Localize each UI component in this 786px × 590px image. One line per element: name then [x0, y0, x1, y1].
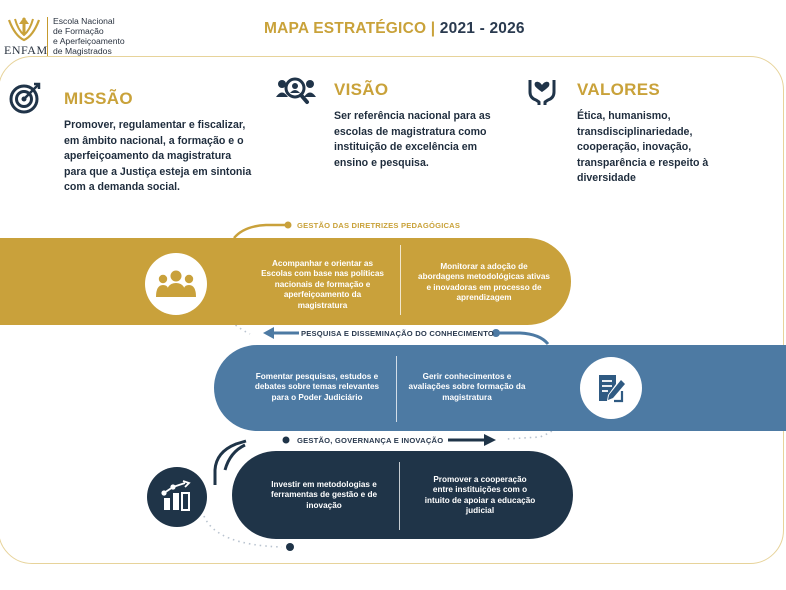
valores-line: transdisciplinariedade,	[577, 125, 693, 138]
logo-wordmark: ENFAM	[4, 43, 48, 57]
org-name: Escola Nacional de Formação e Aperfeiçoa…	[53, 16, 143, 56]
growth-icon-circle	[147, 467, 207, 527]
band-divider	[396, 356, 397, 422]
gestao-diretrizes-left-text: Acompanhar e orientar as Escolas com bas…	[250, 259, 395, 311]
valores-line: transparência e respeito à	[577, 156, 709, 169]
band-text-line: avaliações sobre formação da	[408, 382, 526, 392]
visao-text: Ser referência nacional para as escolas …	[334, 109, 514, 171]
band-text-line: inovação	[306, 500, 342, 510]
band-text-line: entre instituições com o	[432, 485, 528, 495]
band-text-line: para o Poder Judiciário	[271, 392, 363, 402]
missao-text: Promover, regulamentar e fiscalizar, em …	[64, 118, 274, 196]
org-name-line: Escola Nacional	[53, 16, 115, 26]
gestao-diretrizes-label: GESTÃO DAS DIRETRIZES PEDAGÓGICAS	[297, 221, 461, 230]
missao-line: para que a Justiça esteja em sintonia	[64, 165, 252, 178]
missao-title: MISSÃO	[64, 89, 133, 108]
band-text-line: aprendizagem	[456, 293, 512, 303]
band-text-line: Monitorar a adoção de	[440, 262, 528, 271]
band-text-line: Investir em metodologias e	[271, 480, 377, 489]
band-text-line: judicial	[465, 506, 495, 516]
band-text-line: e inovadoras em processo de	[426, 282, 542, 292]
band-divider	[399, 462, 400, 530]
band-text-line: Acompanhar e orientar as	[271, 259, 373, 268]
valores-text: Ética, humanismo, transdisciplinariedade…	[577, 109, 757, 187]
enfam-logo-mark	[5, 16, 43, 42]
valores-line: Ética, humanismo,	[577, 110, 671, 122]
band-divider	[400, 245, 401, 315]
content-card	[0, 56, 784, 564]
org-name-line: de Magistrados	[53, 46, 112, 56]
missao-line: com a demanda social.	[64, 181, 180, 193]
valores-title: VALORES	[577, 80, 661, 99]
missao-line: aperfeiçoamento da magistratura	[64, 150, 232, 162]
band-text-line: aperfeiçoamento da	[283, 290, 362, 300]
title-separator: |	[430, 20, 436, 37]
band-text-line: Promover a cooperação	[433, 475, 527, 484]
gestao-diretrizes-right-text: Monitorar a adoção de abordagens metodol…	[408, 262, 560, 304]
gestao-governanca-label: GESTÃO, GOVERNANÇA E INOVAÇÃO	[297, 436, 444, 445]
missao-line: em âmbito nacional, a formação e o	[64, 134, 244, 147]
growth-chart-icon	[161, 480, 191, 511]
visao-line: escolas de magistratura como	[334, 125, 487, 138]
hands-heart-icon	[527, 74, 561, 108]
pesquisa-band	[214, 345, 786, 431]
title-main: MAPA ESTRATÉGICO	[264, 20, 427, 37]
valores-line: diversidade	[577, 172, 636, 184]
band-text-line: Fomentar pesquisas, estudos e	[255, 372, 379, 381]
page-title: MAPA ESTRATÉGICO | 2021 - 2026	[264, 20, 525, 38]
group-icon-circle	[145, 253, 207, 315]
pesquisa-label: PESQUISA E DISSEMINAÇÃO DO CONHECIMENTO	[301, 329, 495, 338]
gestao-governanca-band	[232, 451, 573, 539]
band-text-line: ferramentas de gestão e de	[270, 490, 378, 500]
logo-divider	[47, 17, 48, 57]
band-text-line: Escolas com base nas políticas	[261, 269, 384, 279]
document-icon-circle	[580, 357, 642, 419]
missao-line: Promover, regulamentar e fiscalizar,	[64, 119, 246, 131]
people-search-icon	[276, 75, 316, 109]
band-text-line: nacionais de formação e	[274, 279, 371, 289]
visao-line: ensino e pesquisa.	[334, 156, 429, 169]
target-icon	[8, 81, 42, 115]
gestao-governanca-right-text: Promover a cooperação entre instituições…	[410, 475, 550, 517]
title-years: 2021 - 2026	[439, 20, 525, 37]
org-name-line: e Aperfeiçoamento	[53, 36, 125, 46]
band-text-line: Gerir conhecimentos e	[422, 372, 512, 381]
valores-line: cooperação, inovação,	[577, 141, 692, 153]
gestao-diretrizes-band	[0, 238, 571, 325]
band-text-line: abordagens metodológicas ativas	[418, 272, 550, 282]
visao-title: VISÃO	[334, 80, 389, 99]
band-text-line: intuito de apoiar a educação	[424, 495, 536, 505]
band-text-line: debates sobre temas relevantes	[254, 382, 380, 392]
band-text-line: magistratura	[297, 300, 348, 310]
org-name-line: de Formação	[53, 26, 104, 36]
visao-line: instituição de excelência em	[334, 141, 478, 153]
pesquisa-right-text: Gerir conhecimentos e avaliações sobre f…	[402, 372, 532, 403]
visao-line: Ser referência nacional para as	[334, 110, 491, 122]
group-icon	[156, 270, 196, 297]
pesquisa-left-text: Fomentar pesquisas, estudos e debates so…	[246, 372, 388, 403]
document-pen-icon	[599, 375, 625, 403]
gestao-governanca-left-text: Investir em metodologias e ferramentas d…	[259, 480, 389, 511]
band-text-line: magistratura	[442, 392, 492, 402]
